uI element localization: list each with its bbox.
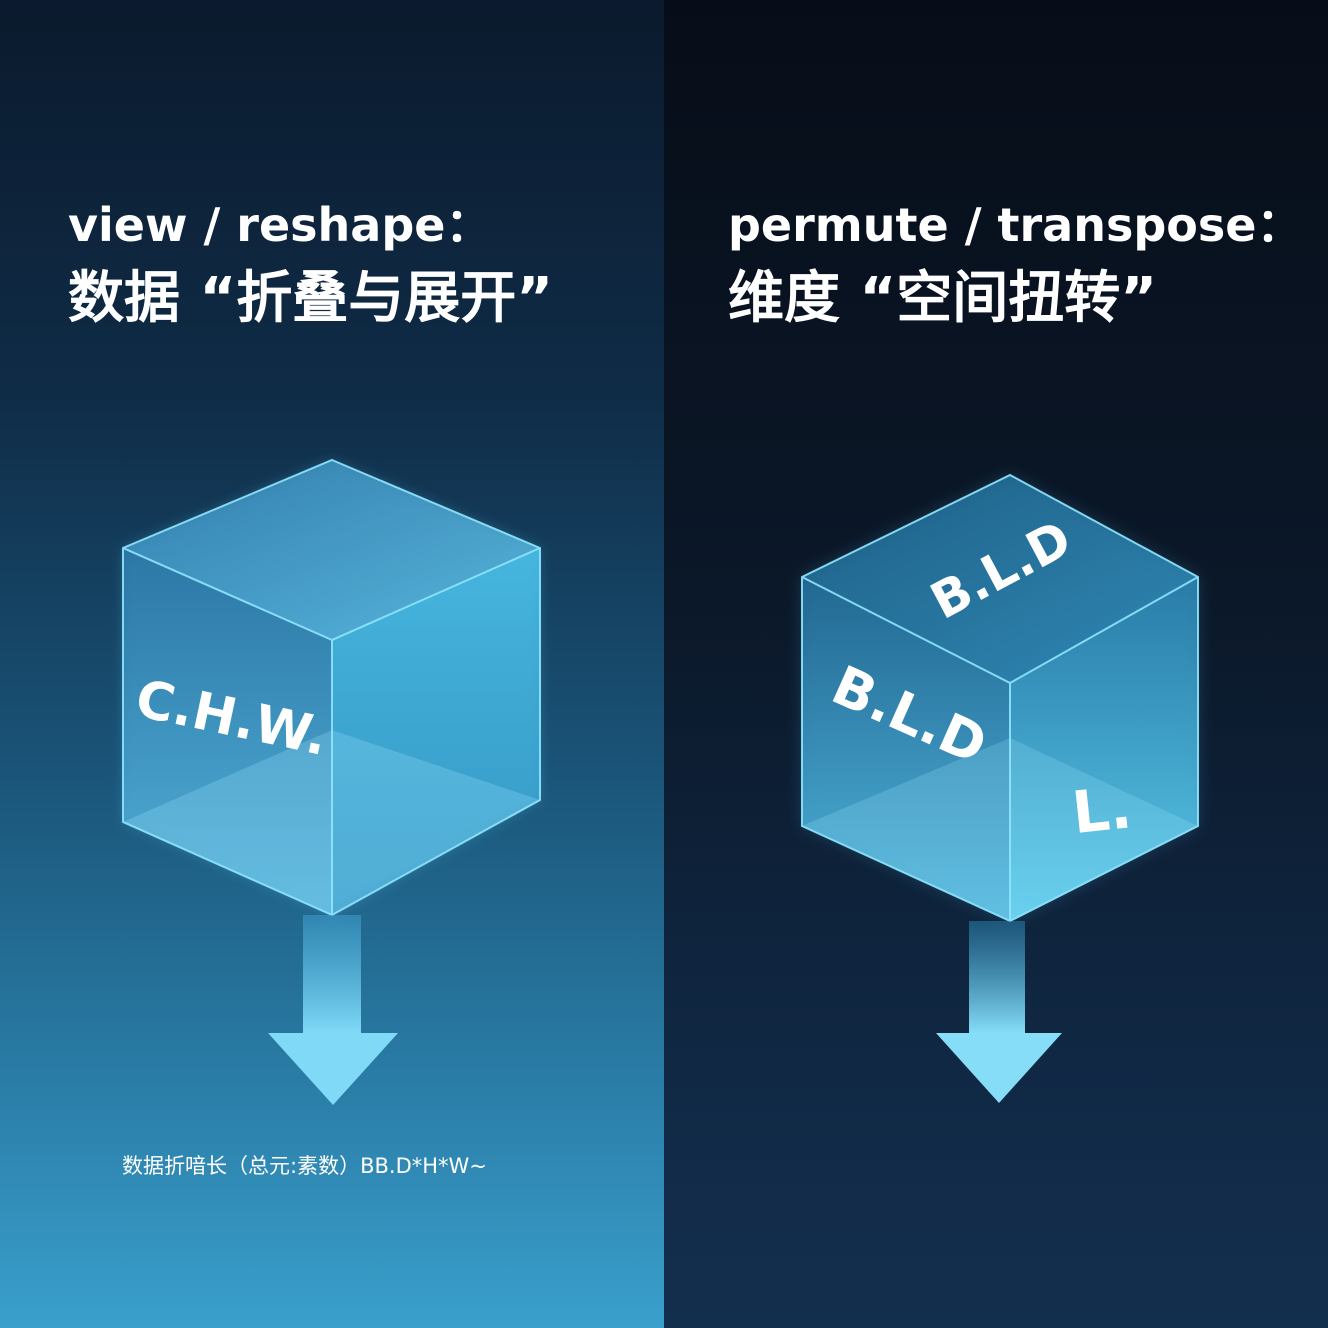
left-caption: 数据折喑长（总元:素数）BB.D*H*W~	[122, 1154, 487, 1178]
cube-right-label: L.	[1069, 773, 1135, 847]
reshape-diagram: C.H.W.	[122, 458, 541, 1105]
cube-left-face	[802, 577, 1010, 921]
cube-left-face	[123, 548, 332, 915]
left-title-zh: 数据 “折叠与展开”	[68, 266, 554, 331]
right-title-en: permute / transpose：	[728, 198, 1303, 252]
cube-right-face	[1010, 577, 1198, 921]
right-title: permute / transpose： 维度 “空间扭转”	[728, 196, 1302, 336]
left-title: view / reshape： 数据 “折叠与展开”	[68, 196, 553, 336]
arrow-down-icon	[936, 921, 1062, 1103]
cube-right-face	[332, 548, 540, 915]
arrow-down-icon	[268, 915, 398, 1105]
left-title-en: view / reshape：	[68, 198, 492, 252]
permute-diagram: B.L.D B.L.D L.	[801, 473, 1199, 1103]
right-panel: B.L.D B.L.D L. permute / transpose： 维度 “…	[664, 0, 1328, 1328]
left-panel: C.H.W. view / reshape： 数据 “折叠与展开” 数据折喑长（…	[0, 0, 664, 1328]
cube-top-face	[802, 475, 1198, 683]
right-title-zh: 维度 “空间扭转”	[728, 266, 1158, 331]
